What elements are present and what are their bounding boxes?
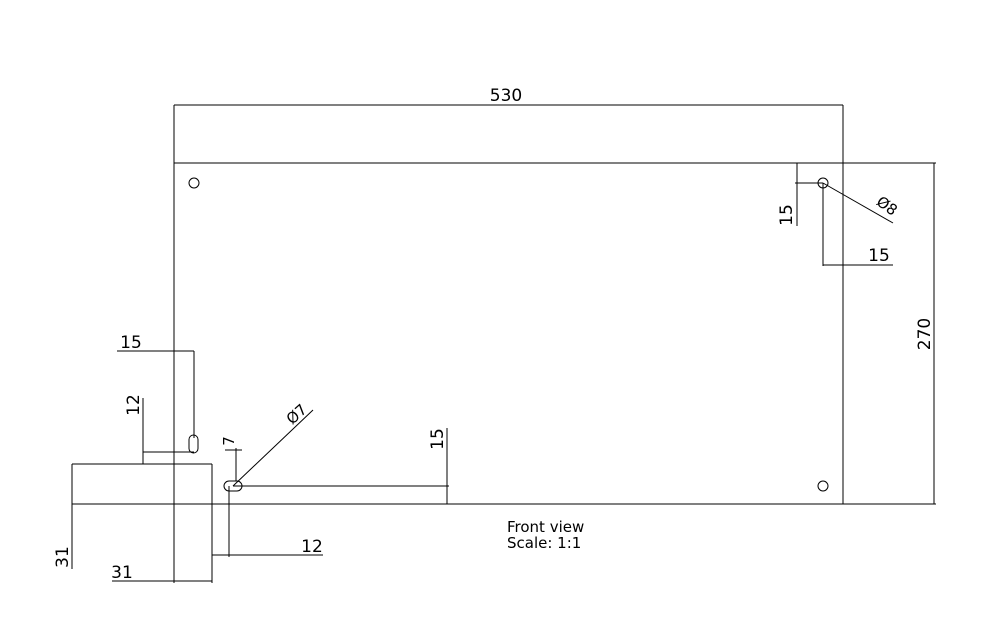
dim-slot-bottom-v-label: 15 (428, 428, 448, 450)
dim-hole-tr-v-label: 15 (777, 204, 797, 226)
dim-slot-left: 15 12 (117, 333, 195, 464)
notch-outline (71, 463, 213, 583)
dim-hole-tr-h-label: 15 (868, 246, 890, 266)
dim-notch-h-label: 31 (111, 563, 133, 583)
hole-bottom-right (817, 480, 829, 492)
dim-notch: 31 31 (53, 504, 212, 583)
dim-hole-tr-dia-label: Ø8 (873, 192, 901, 219)
dim-slot-width-label: 7 (220, 436, 238, 446)
dim-slot-bottom-h-label: 12 (301, 537, 323, 557)
caption-view: Front view (507, 518, 584, 536)
dim-slot-dia-label: Ø7 (283, 400, 311, 428)
hole-top-left (188, 177, 200, 189)
caption-scale: Scale: 1:1 (507, 534, 581, 552)
dim-notch-v-label: 31 (53, 546, 73, 568)
dim-slot-left-h-label: 15 (120, 333, 142, 353)
dim-width: 530 (173, 86, 844, 163)
dim-width-label: 530 (490, 86, 522, 106)
dim-slot-left-v-label: 12 (124, 394, 144, 416)
dim-hole-tr: 15 15 Ø8 (777, 163, 901, 266)
dim-slot-bottom: Ø7 7 15 12 (212, 400, 449, 557)
dim-height: 270 (843, 162, 936, 505)
dim-height-label: 270 (915, 318, 935, 350)
plate-outline (173, 162, 844, 505)
